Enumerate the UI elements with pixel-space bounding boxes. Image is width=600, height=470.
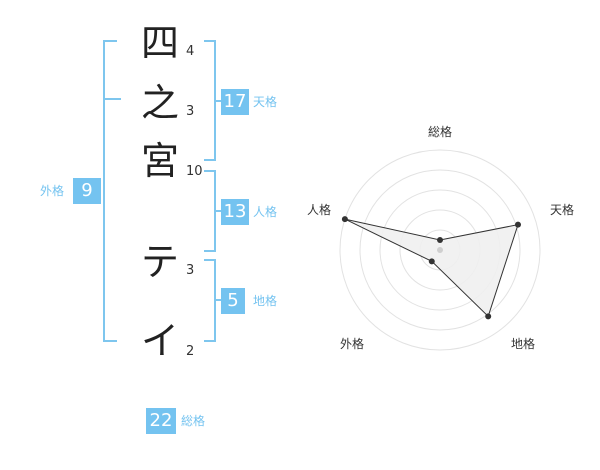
radar-center-dot <box>437 247 443 253</box>
stroke-count-5: 2 <box>186 344 195 359</box>
radar-axis-gaikaku: 外格 <box>340 337 365 351</box>
jinkaku-label: 人格 <box>253 205 278 219</box>
radar-axis-chikaku: 地格 <box>511 337 536 351</box>
radar-point-2 <box>485 313 492 320</box>
radar-point-4 <box>341 216 348 223</box>
tenkaku-connector <box>214 100 222 102</box>
stroke-count-4: 3 <box>186 263 195 278</box>
chikaku-connector <box>214 299 222 301</box>
tenkaku-label: 天格 <box>253 95 278 109</box>
gaikaku-bracket <box>103 40 117 342</box>
radar-ring <box>339 149 541 351</box>
name-char-3: 宮 <box>140 139 179 183</box>
stroke-count-2: 3 <box>186 104 195 119</box>
radar-axis-tenkaku: 天格 <box>550 203 575 217</box>
radar-ring <box>359 169 521 331</box>
radar-axis-soukaku: 総格 <box>428 125 453 139</box>
tenkaku-value: 17 <box>221 89 249 115</box>
soukaku-label: 総格 <box>181 414 206 428</box>
chikaku-label: 地格 <box>253 294 278 308</box>
radar-axis-jinkaku: 人格 <box>307 203 332 217</box>
gaikaku-bracket-tick <box>105 98 121 100</box>
name-char-1: 四 <box>140 21 179 65</box>
name-char-5: イ <box>140 319 179 363</box>
radar-polygon <box>344 218 519 318</box>
radar-point-3 <box>428 258 435 265</box>
radar-point-1 <box>514 221 521 228</box>
jinkaku-connector <box>214 210 222 212</box>
stroke-count-1: 4 <box>186 44 195 59</box>
chikaku-value: 5 <box>221 288 245 314</box>
name-char-4: テ <box>140 240 179 284</box>
radar-point-0 <box>437 237 443 243</box>
stroke-count-3: 10 <box>186 164 203 179</box>
soukaku-value: 22 <box>146 408 176 434</box>
gaikaku-label: 外格 <box>40 184 65 198</box>
radar-points <box>341 216 521 320</box>
jinkaku-value: 13 <box>221 199 249 225</box>
name-char-2: 之 <box>140 81 179 125</box>
gaikaku-value: 9 <box>73 178 101 204</box>
